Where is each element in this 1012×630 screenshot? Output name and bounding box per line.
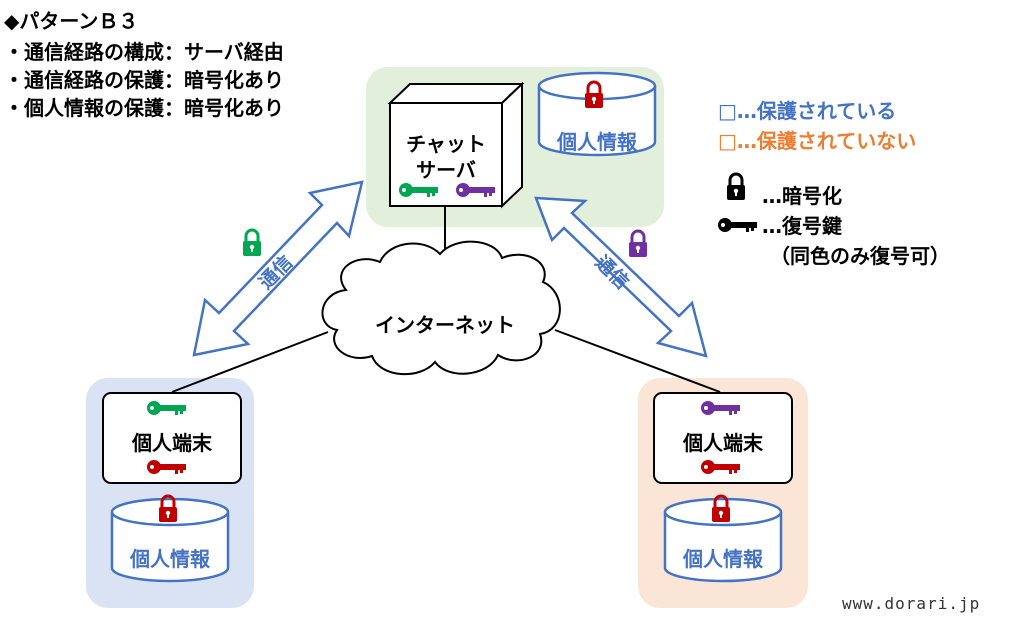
site-watermark: www.dorari.jp: [842, 594, 981, 613]
left-communication-arrow: [192, 180, 364, 357]
right-internet-line: [554, 329, 721, 393]
legend-lock-icon: [725, 172, 747, 202]
right-terminal-box: [653, 392, 793, 484]
legend-protected: □…保護されている: [718, 99, 897, 123]
legend-decryption-key: …復号鍵: [762, 214, 842, 238]
legend-unprotected: □…保護されていない: [718, 129, 917, 153]
legend-key-note: （同色のみ復号可）: [770, 244, 950, 268]
left-terminal-box: [102, 392, 242, 484]
right-link-lock-icon: [627, 229, 649, 259]
spec-line-route: ・通信経路の構成：サーバ経由: [4, 40, 284, 64]
left-link-lock-icon: [241, 228, 263, 258]
internet-cloud: [321, 240, 561, 375]
right-db-label: 個人情報: [683, 547, 763, 571]
left-db-label: 個人情報: [130, 547, 210, 571]
pattern-title: ◆パターンＢ３: [4, 9, 139, 33]
legend-key-icon: [718, 218, 757, 232]
legend-encrypted: …暗号化: [762, 184, 842, 208]
internet-label: インターネット: [375, 313, 515, 337]
spec-line-channel-protection: ・通信経路の保護：暗号化あり: [4, 68, 284, 92]
server-label-line1: チャット: [406, 132, 486, 156]
server-db-label: 個人情報: [557, 130, 637, 154]
spec-line-data-protection: ・個人情報の保護：暗号化あり: [4, 96, 284, 120]
left-terminal-label: 個人端末: [132, 431, 212, 455]
right-communication-arrow: [534, 196, 708, 358]
server-label-line2: サーバ: [416, 158, 476, 182]
right-terminal-label: 個人端末: [683, 431, 763, 455]
left-internet-line: [171, 331, 329, 393]
